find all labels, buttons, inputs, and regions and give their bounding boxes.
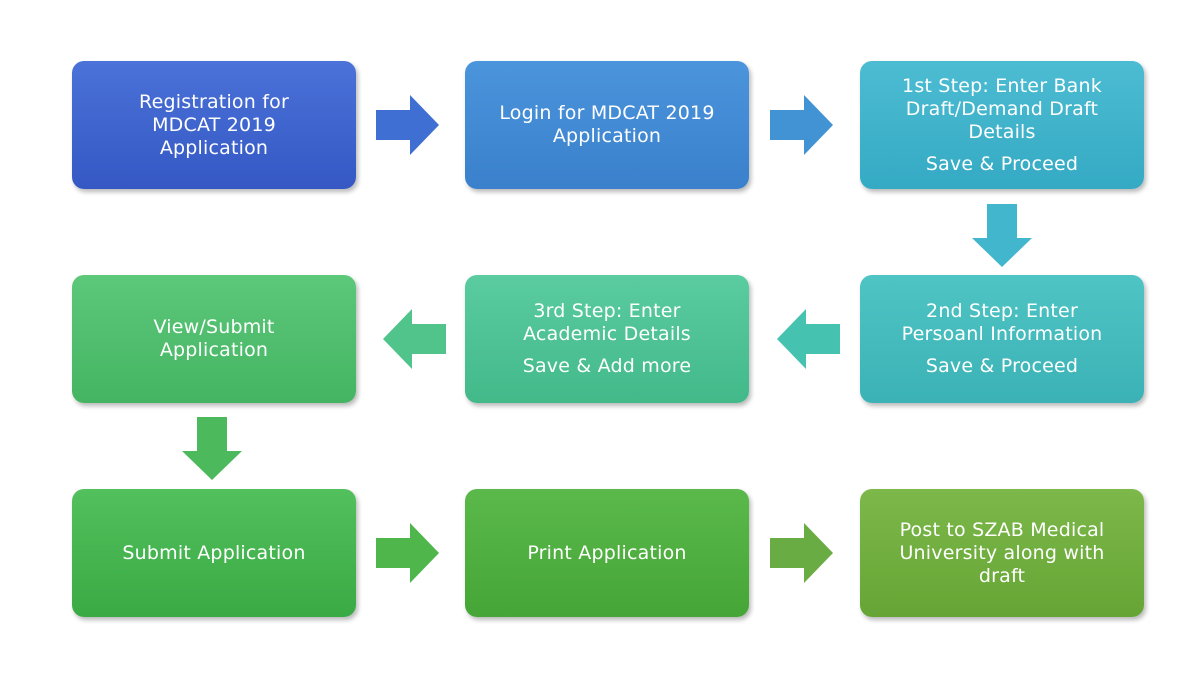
step-text-line: Submit Application <box>122 541 306 564</box>
step-personal-info-box: 2nd Step: Enter Persoanl Information Sav… <box>860 275 1144 403</box>
step-registration-box: Registration for MDCAT 2019 Application <box>72 61 356 189</box>
step-text-line: View/Submit <box>153 316 275 338</box>
arrow-right-icon <box>770 523 833 583</box>
step-view-submit-box: View/Submit Application <box>72 275 356 403</box>
step-text-line: Login for MDCAT 2019 <box>499 102 715 124</box>
step-submit-box: Submit Application <box>72 489 356 617</box>
arrow-right-icon <box>770 95 833 155</box>
step-text-line: draft <box>978 564 1026 587</box>
step-text-line: Persoanl Information <box>901 323 1103 345</box>
step-action-text: Save & Proceed <box>925 152 1079 175</box>
step-academic-details-box: 3rd Step: Enter Academic Details Save & … <box>465 275 749 403</box>
step-action-text: Save & Add more <box>522 355 692 377</box>
step-print-box: Print Application <box>465 489 749 617</box>
step-action-text: Save & Proceed <box>925 355 1079 377</box>
step-text-line: 2nd Step: Enter <box>926 300 1078 322</box>
arrow-down-icon <box>182 417 242 480</box>
arrow-right-icon <box>376 523 439 583</box>
arrow-right-icon <box>376 95 439 155</box>
arrow-down-icon <box>972 204 1032 267</box>
step-text-line: Registration for <box>139 90 289 113</box>
step-text-line: University along with <box>899 541 1105 564</box>
step-text-line: Application <box>159 339 269 361</box>
step-text-line: MDCAT 2019 <box>152 113 276 136</box>
step-login-box: Login for MDCAT 2019 Application <box>465 61 749 189</box>
step-post-box: Post to SZAB Medical University along wi… <box>860 489 1144 617</box>
step-text-line: 1st Step: Enter Bank <box>902 74 1102 97</box>
step-text-line: Application <box>552 125 662 147</box>
arrow-left-icon <box>383 309 446 369</box>
step-text-line: Academic Details <box>523 323 691 345</box>
step-text-line: Post to SZAB Medical <box>899 518 1105 541</box>
step-bank-draft-box: 1st Step: Enter Bank Draft/Demand Draft … <box>860 61 1144 189</box>
step-text-line: Application <box>159 136 269 159</box>
step-text-line: Draft/Demand Draft <box>905 97 1099 120</box>
arrow-left-icon <box>777 309 840 369</box>
step-text-line: Print Application <box>527 541 687 564</box>
step-text-line: 3rd Step: Enter <box>533 300 681 322</box>
step-text-line: Details <box>968 120 1036 143</box>
